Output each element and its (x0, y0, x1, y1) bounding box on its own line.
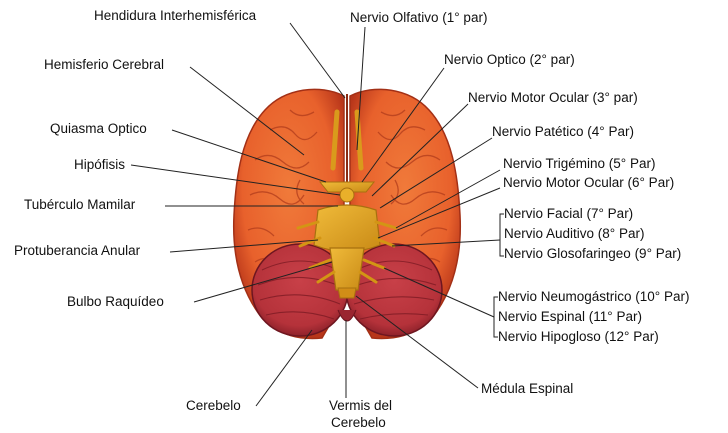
label-accessory-nerve: Nervio Espinal (11° Par) (498, 309, 642, 325)
pons (314, 205, 380, 252)
label-glossopharyngeal-nerve: Nervio Glosofaringeo (9° Par) (504, 246, 681, 262)
label-optic-nerve: Nervio Optico (2° par) (444, 52, 575, 68)
label-trochlear-nerve: Nervio Patético (4° Par) (492, 124, 634, 140)
cerebellar-vermis (338, 310, 356, 321)
label-pons: Protuberancia Anular (14, 243, 140, 259)
label-abducens-nerve: Nervio Motor Ocular (6° Par) (503, 175, 674, 191)
label-optic-chiasm: Quiasma Optico (50, 121, 147, 137)
label-interhemispheric-fissure: Hendidura Interhemisférica (94, 8, 256, 24)
label-vermis-line2: Cerebelo (331, 415, 386, 431)
label-facial-nerve: Nervio Facial (7° Par) (504, 206, 633, 222)
label-trigeminal-nerve: Nervio Trigémino (5° Par) (503, 156, 655, 172)
label-hypoglossal-nerve: Nervio Hipogloso (12° Par) (498, 329, 659, 345)
label-spinal-cord: Médula Espinal (481, 381, 573, 397)
label-mammillary-body: Tubérculo Mamilar (24, 197, 135, 213)
label-cerebral-hemisphere: Hemisferio Cerebral (44, 57, 164, 73)
label-pituitary: Hipófisis (74, 157, 125, 173)
label-medulla-oblongata: Bulbo Raquídeo (67, 294, 164, 310)
label-olfactory-nerve: Nervio Olfativo (1° par) (350, 10, 487, 26)
label-vermis-line1: Vermis del (329, 398, 392, 414)
medulla (330, 248, 364, 290)
spinal-cord (338, 288, 356, 298)
label-vagus-nerve: Nervio Neumogástrico (10° Par) (498, 289, 689, 305)
label-cerebellum: Cerebelo (186, 398, 241, 414)
label-oculomotor-nerve: Nervio Motor Ocular (3° par) (468, 90, 638, 106)
pituitary (340, 188, 354, 202)
label-auditory-nerve: Nervio Auditivo (8° Par) (504, 226, 644, 242)
